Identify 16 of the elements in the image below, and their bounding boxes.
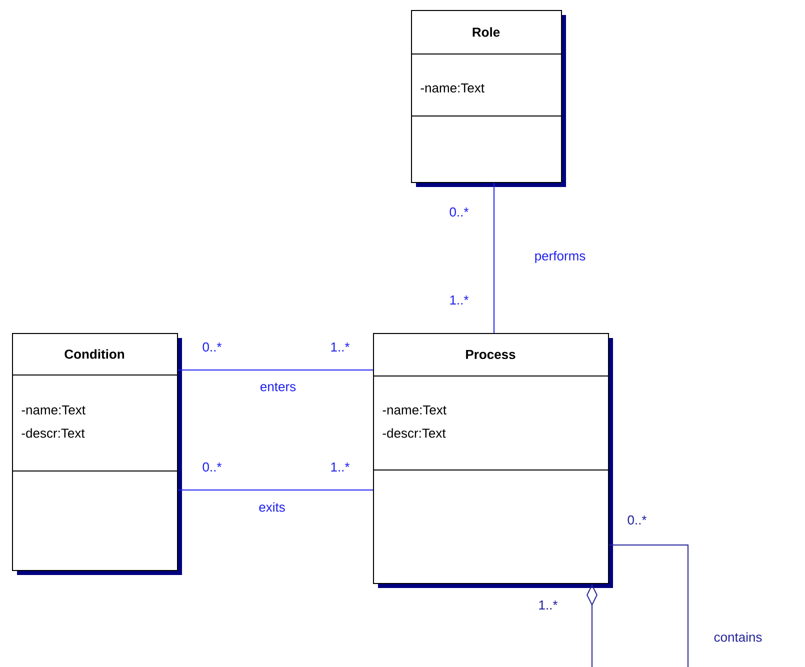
class-box: Role -name:Text — [410, 10, 566, 187]
multiplicity-label: 0..* — [450, 207, 469, 217]
multiplicity-label: 1..* — [450, 296, 469, 304]
edge-label: enters — [258, 382, 298, 392]
multiplicity-label: 1..* — [331, 342, 350, 352]
multiplicity-label: 1..* — [331, 462, 350, 472]
edge-label: exits — [258, 501, 286, 513]
multiplicity-label: 0..* — [202, 462, 222, 472]
edge-label: performs — [533, 250, 587, 264]
association-line — [586, 544, 688, 667]
edge-label: contains — [712, 631, 764, 643]
multiplicity-label: 1..* — [539, 600, 558, 610]
multiplicity-label: 0..* — [628, 515, 647, 525]
class-box: Condition -name:Text -descr:Text — [12, 333, 182, 575]
class-box: Process -name:Text -descr:Text — [372, 333, 613, 588]
multiplicity-label: 0..* — [202, 342, 222, 352]
